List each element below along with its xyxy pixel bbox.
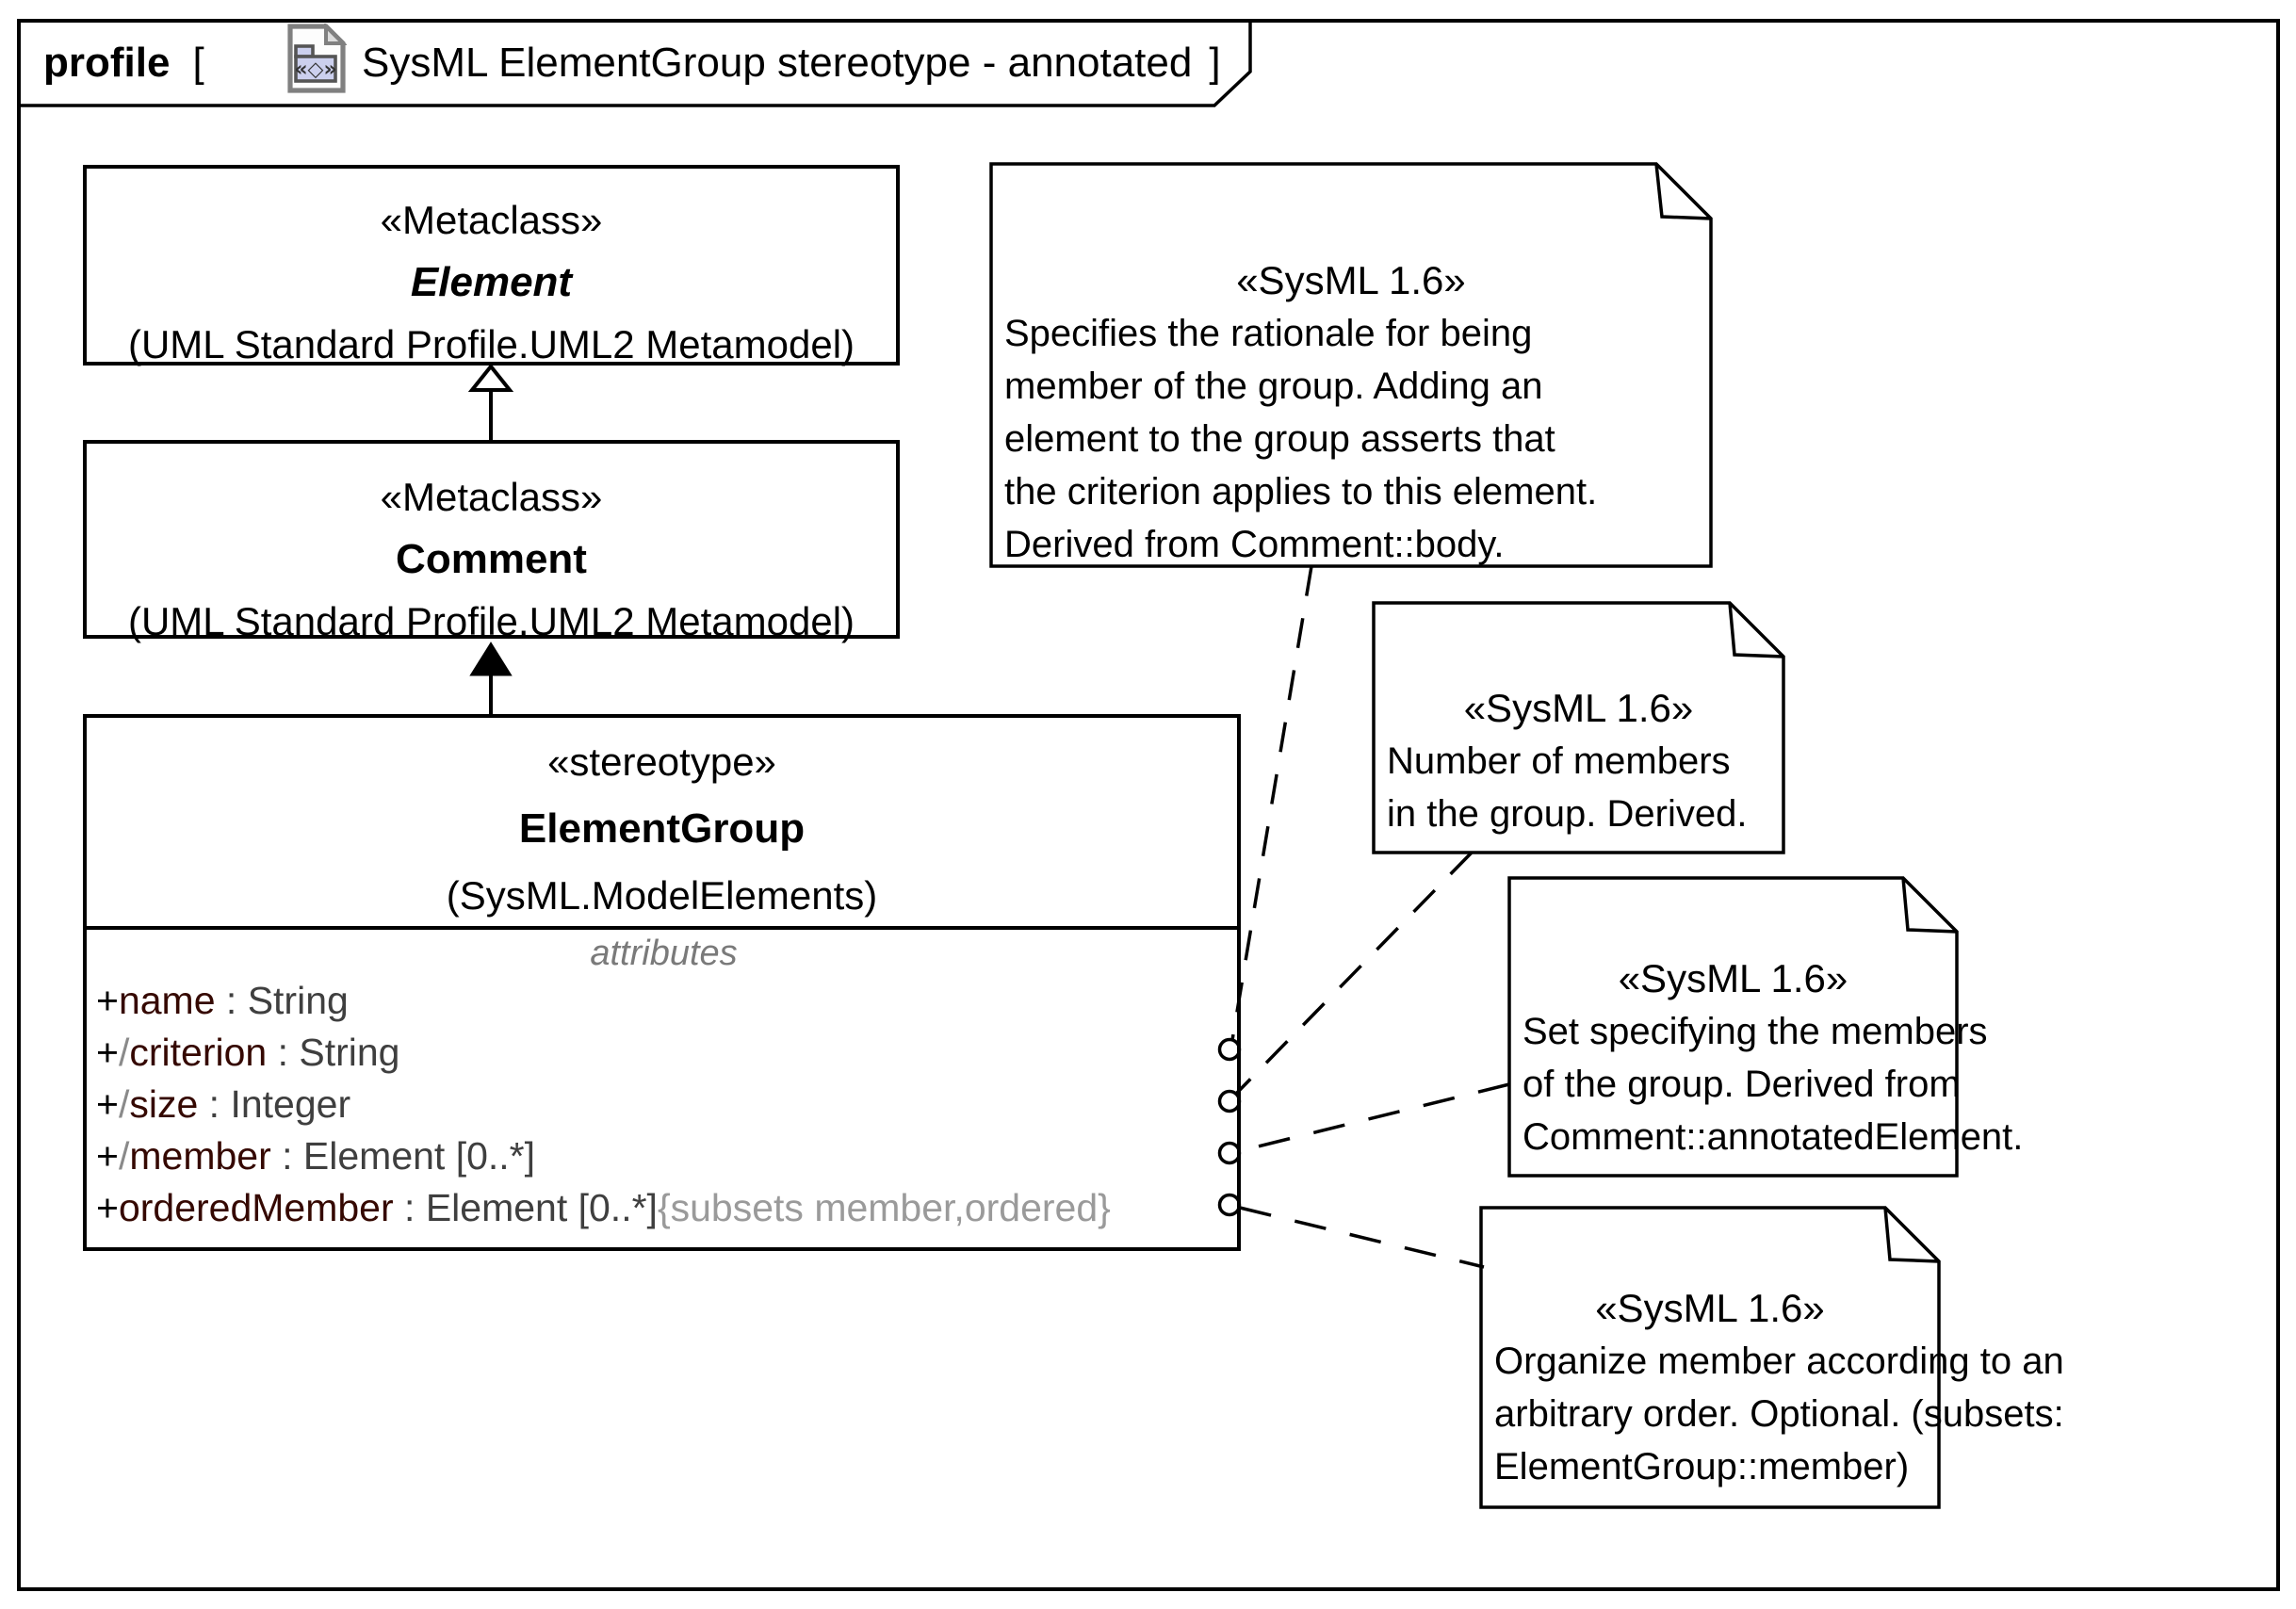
attribute-type: : Element [0..*]	[270, 1134, 536, 1178]
note-stereotype-label: «SysML 1.6»	[1595, 1286, 1825, 1330]
sysml-note-orderedmember[interactable]: «SysML 1.6» Organize member according to…	[1481, 1208, 2064, 1493]
attributes-section-label: attributes	[590, 934, 738, 973]
comment-package: (UML Standard Profile.UML2 Metamodel)	[127, 599, 855, 643]
note-body-text: Organize member according to an arbitrar…	[1494, 1341, 2064, 1487]
attribute-name: member	[129, 1134, 271, 1178]
profile-diagram-icon: «◇»	[218, 0, 348, 151]
note-connector-size	[1234, 851, 1474, 1096]
note-body-text: Number of members in the group. Derived.	[1387, 740, 1748, 835]
elementgroup-name: ElementGroup	[518, 805, 806, 852]
metaclass-element-box[interactable]: «Metaclass» Element (UML Standard Profil…	[83, 165, 900, 366]
elementgroup-package: (SysML.ModelElements)	[446, 873, 878, 918]
stereotype-elementgroup-box[interactable]: «stereotype» ElementGroup (SysML.ModelEl…	[83, 714, 1241, 1251]
attribute-name: criterion	[129, 1031, 268, 1074]
attribute-row-member: +/member : Element [0..*]	[96, 1130, 1231, 1182]
metaclass-comment-box[interactable]: «Metaclass» Comment (UML Standard Profil…	[83, 440, 900, 643]
note-body-text: Specifies the rationale for being member…	[1004, 313, 1598, 565]
attribute-name: orderedMember	[118, 1186, 394, 1229]
note-connector-orderedmember	[1239, 1206, 1485, 1269]
attribute-type: : String	[267, 1031, 400, 1074]
visibility: +	[96, 1031, 119, 1074]
note-connector-member	[1238, 1082, 1510, 1153]
extension-arrow	[469, 642, 513, 714]
elementgroup-header: «stereotype» ElementGroup (SysML.ModelEl…	[87, 718, 1237, 926]
frame-open-bracket: [	[192, 40, 204, 86]
note-stereotype-label: «SysML 1.6»	[1236, 258, 1466, 302]
attribute-row-orderedmember: +orderedMember : Element [0..*]{subsets …	[96, 1182, 1231, 1234]
sysml-note-member[interactable]: «SysML 1.6» Set specifying the members o…	[1509, 878, 2024, 1163]
frame-kind-label: profile	[43, 40, 171, 86]
note-stereotype-label: «SysML 1.6»	[1618, 956, 1848, 1000]
element-package: (UML Standard Profile.UML2 Metamodel)	[127, 322, 855, 366]
attribute-row-criterion: +/criterion : String	[96, 1027, 1231, 1079]
elementgroup-stereotype-label: «stereotype»	[547, 739, 776, 784]
derived-slash: /	[118, 1031, 130, 1074]
comment-stereotype-label: «Metaclass»	[380, 475, 603, 519]
attribute-row-name: +name : String	[96, 975, 1231, 1027]
comment-name: Comment	[396, 536, 587, 582]
frame-title: SysML ElementGroup stereotype - annotate…	[362, 40, 1193, 86]
element-stereotype-label: «Metaclass»	[380, 198, 603, 242]
svg-text:«◇»: «◇»	[294, 57, 336, 81]
attribute-constraint: {subsets member,ordered}	[657, 1186, 1111, 1229]
visibility: +	[96, 1186, 119, 1229]
visibility: +	[96, 979, 119, 1022]
frame-tab: profile [ «◇» SysML ElementGroup stereot…	[19, 21, 1248, 106]
sysml-note-size[interactable]: «SysML 1.6» Number of members in the gro…	[1374, 603, 1783, 840]
derived-slash: /	[118, 1134, 130, 1178]
visibility: +	[96, 1082, 119, 1126]
attribute-type: : Element [0..*]	[393, 1186, 658, 1229]
element-name: Element	[410, 259, 573, 305]
attribute-name: size	[129, 1082, 199, 1126]
note-stereotype-label: «SysML 1.6»	[1463, 686, 1694, 730]
generalization-arrow	[467, 363, 514, 440]
derived-slash: /	[118, 1082, 130, 1126]
attribute-name: name	[118, 979, 216, 1022]
note-connector-criterion	[1230, 565, 1313, 1041]
attribute-type: : String	[215, 979, 349, 1022]
frame-close-bracket: ]	[1209, 40, 1221, 86]
visibility: +	[96, 1134, 119, 1178]
note-body-text: Set specifying the members of the group.…	[1523, 1011, 2024, 1158]
attribute-type: : Integer	[198, 1082, 351, 1126]
attribute-row-size: +/size : Integer	[96, 1079, 1231, 1130]
sysml-note-criterion[interactable]: «SysML 1.6» Specifies the rationale for …	[991, 164, 1711, 571]
attributes-compartment: attributes +name : String +/criterion : …	[87, 926, 1237, 1234]
